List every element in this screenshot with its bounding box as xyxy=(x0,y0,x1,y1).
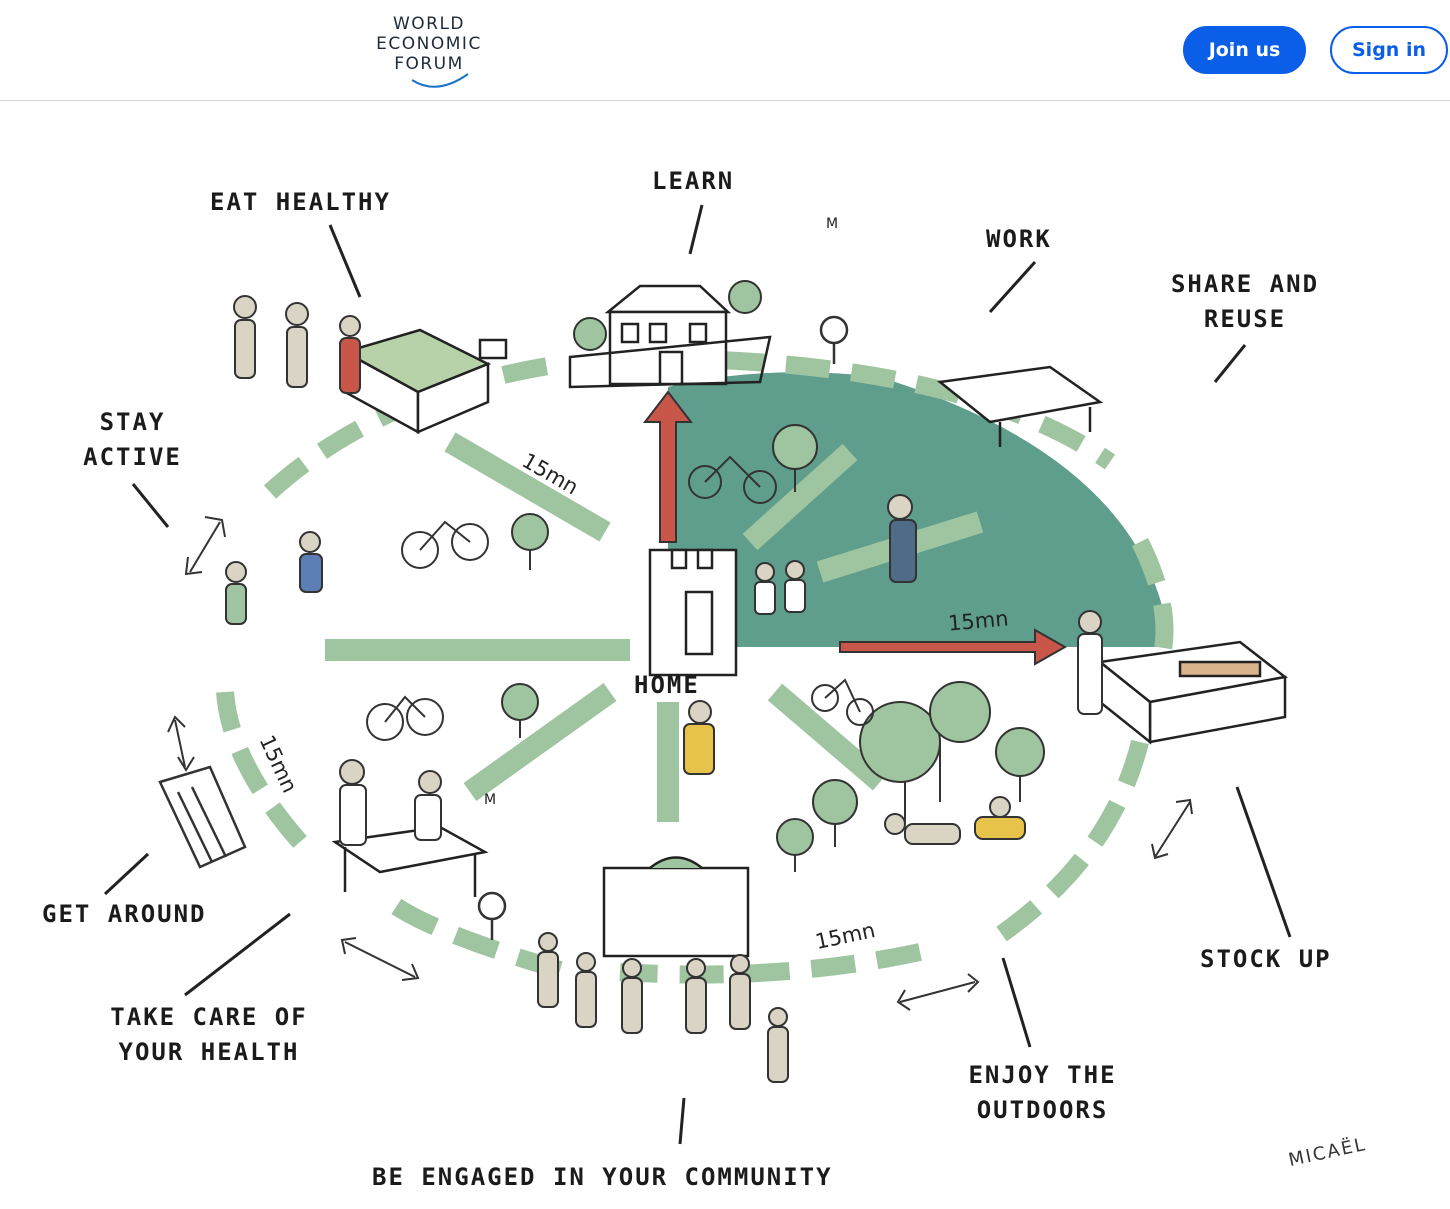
label-enjoy-2: OUTDOORS xyxy=(976,1096,1109,1124)
neighbourhood-quadrant xyxy=(668,372,1170,647)
label-stay-active-2: ACTIVE xyxy=(83,443,182,471)
bicycles xyxy=(366,455,874,741)
logo-line-2: ECONOMIC xyxy=(376,34,482,54)
sign-in-button[interactable]: Sign in xyxy=(1330,26,1448,74)
radial-roads xyxy=(325,432,984,822)
label-stock-up: STOCK UP xyxy=(1200,945,1332,973)
logo-swoosh-icon xyxy=(411,73,469,88)
label-share-reuse-1: SHARE AND xyxy=(1170,270,1320,298)
label-eat-healthy: EAT HEALTHY xyxy=(210,188,391,216)
label-take-care-2: YOUR HEALTH xyxy=(118,1038,300,1066)
metro-sign-label-1: M xyxy=(826,216,839,232)
label-home: HOME xyxy=(634,671,700,699)
doctor-table xyxy=(331,825,489,897)
metro-signs xyxy=(477,315,849,940)
shop-counter xyxy=(1096,640,1288,745)
school-building xyxy=(568,284,772,389)
label-enjoy-1: ENJOY THE xyxy=(968,1061,1117,1089)
trees xyxy=(501,280,1045,872)
wef-logo[interactable]: WORLD ECONOMIC FORUM xyxy=(362,12,496,90)
leader-lines xyxy=(103,204,1292,1145)
office-desks xyxy=(936,365,1104,447)
market-stall xyxy=(341,328,508,435)
fifteen-minute-city-illustration: EAT HEALTHY LEARN WORK SHARE AND REUSE S… xyxy=(0,102,1450,1209)
logo-line-1: WORLD xyxy=(392,14,466,34)
solar-panel xyxy=(158,765,247,869)
site-header: WORLD ECONOMIC FORUM Join us Sign in xyxy=(0,0,1450,101)
illustration-drawing xyxy=(103,204,1292,1145)
double-arrows xyxy=(167,516,1193,1011)
home-building xyxy=(648,548,738,677)
label-work: WORK xyxy=(986,225,1052,253)
label-take-care-1: TAKE CARE OF xyxy=(110,1003,308,1031)
join-us-button[interactable]: Join us xyxy=(1183,26,1306,74)
label-get-around: GET AROUND xyxy=(42,900,207,928)
label-share-reuse-2: REUSE xyxy=(1203,305,1287,333)
logo-line-3: FORUM xyxy=(394,54,464,74)
metro-sign-label-2: M xyxy=(484,792,497,808)
label-community: BE ENGAGED IN YOUR COMMUNITY xyxy=(372,1163,833,1191)
community-stage xyxy=(602,856,750,958)
label-learn: LEARN xyxy=(652,167,735,195)
label-stay-active-1: STAY xyxy=(99,408,166,436)
arrows xyxy=(642,390,1068,666)
people xyxy=(225,295,1103,1083)
circular-path xyxy=(216,351,1174,984)
